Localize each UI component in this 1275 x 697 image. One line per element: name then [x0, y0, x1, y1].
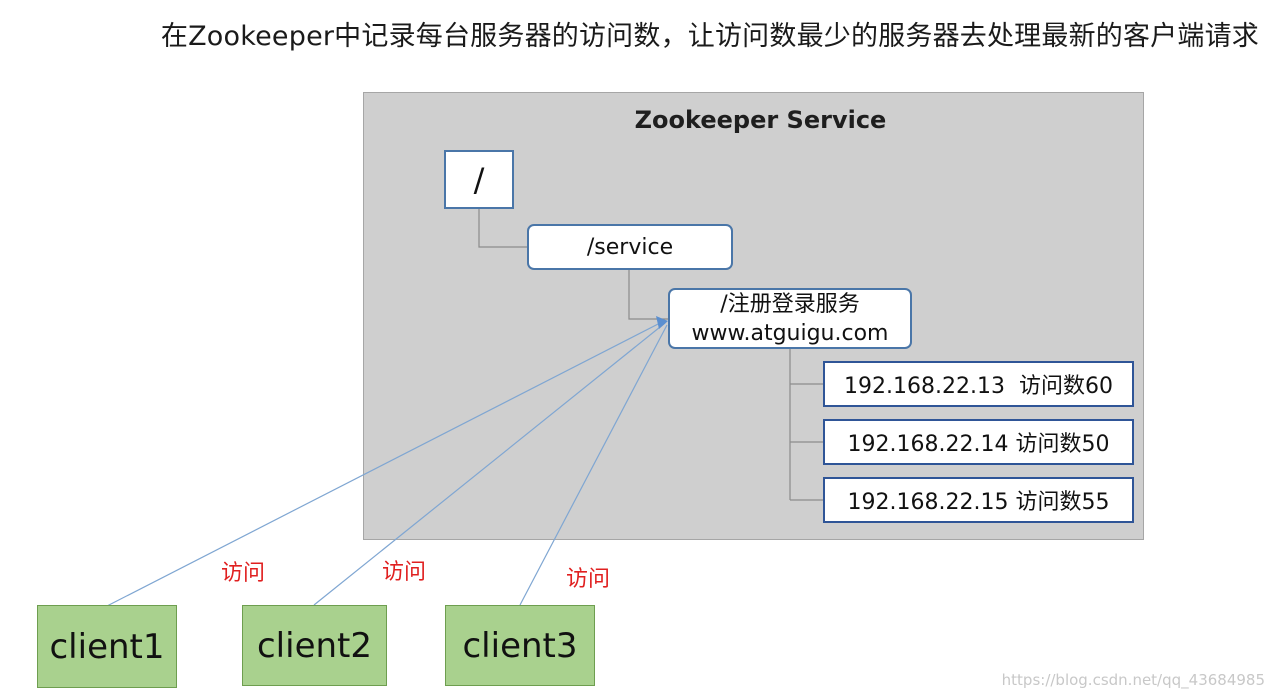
service-node: /service: [527, 224, 733, 270]
service-title: Zookeeper Service: [634, 106, 887, 134]
server-node-label: 192.168.22.13 访问数60: [844, 374, 1113, 399]
client3-box: client3: [445, 605, 595, 686]
client3-label: client3: [462, 625, 578, 666]
client1-access-label: 访问: [221, 561, 266, 586]
service-node-label: /service: [586, 234, 674, 260]
register-node-line2: www.atguigu.com: [691, 320, 889, 346]
server-node-label: 192.168.22.15 访问数55: [847, 490, 1110, 515]
server-node-2: 192.168.22.14 访问数50: [823, 419, 1134, 465]
client3-access-line: [519, 324, 668, 606]
diagram-title: 在Zookeeper中记录每台服务器的访问数，让访问数最少的服务器去处理最新的客…: [160, 21, 1259, 52]
root-to-service-connector: [478, 209, 527, 248]
client1-access-line: [106, 320, 665, 607]
client1-box: client1: [37, 605, 177, 688]
root-node-label: /: [473, 160, 485, 199]
access-arrowhead: [656, 316, 668, 329]
client2-access-label: 访问: [382, 560, 427, 585]
server-node-label: 192.168.22.14 访问数50: [847, 432, 1110, 457]
service-to-register-connector: [628, 270, 668, 320]
client2-label: client2: [256, 625, 372, 666]
register-node-line1: /注册登录服务: [720, 291, 860, 317]
server-node-1: 192.168.22.13 访问数60: [823, 361, 1134, 407]
client2-access-line: [313, 322, 666, 606]
register-service-node: /注册登录服务 www.atguigu.com: [668, 288, 912, 349]
client1-label: client1: [49, 626, 165, 667]
watermark: https://blog.csdn.net/qq_43684985: [1001, 671, 1265, 689]
root-node: /: [444, 150, 514, 209]
client3-access-label: 访问: [566, 567, 611, 592]
client2-box: client2: [242, 605, 387, 686]
server-node-3: 192.168.22.15 访问数55: [823, 477, 1134, 523]
